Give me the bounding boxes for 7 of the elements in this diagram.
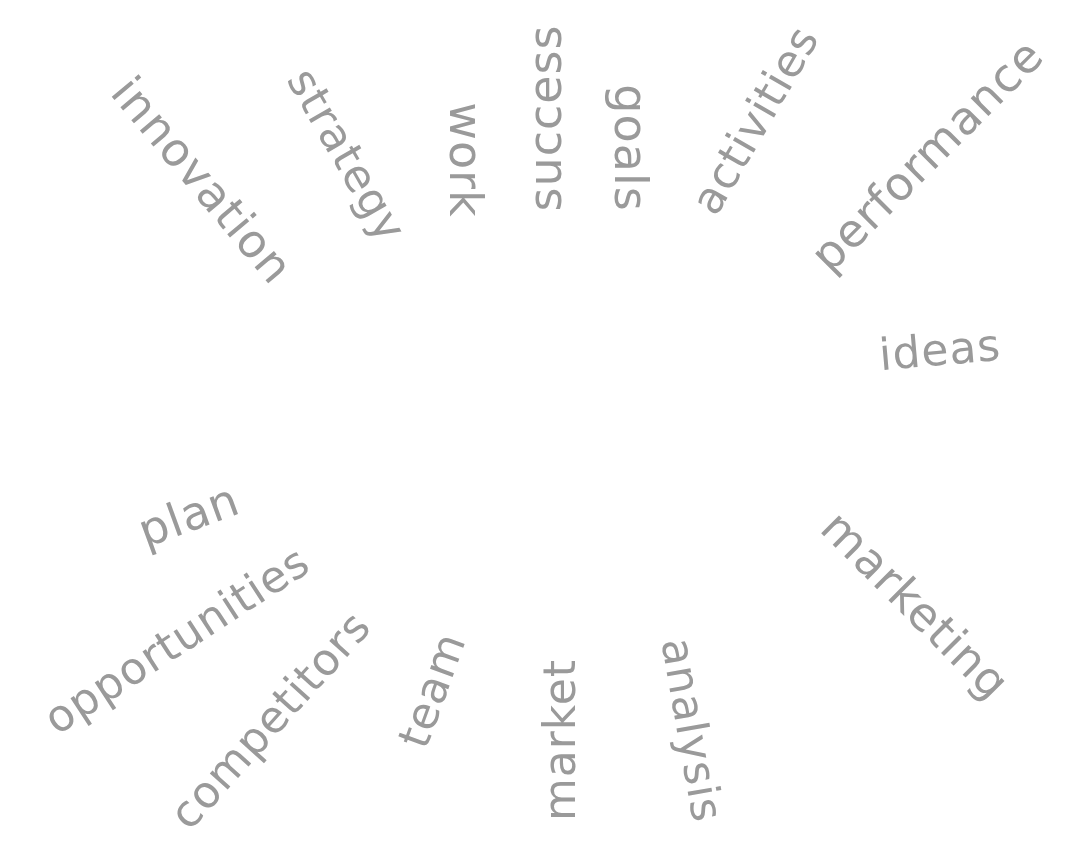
word-cloud-term: goals bbox=[607, 84, 654, 212]
word-cloud-term: market bbox=[538, 658, 583, 822]
word-cloud-term: analysis bbox=[654, 634, 730, 826]
word-cloud-term: ideas bbox=[877, 322, 1003, 378]
word-cloud-term: team bbox=[391, 626, 473, 754]
word-cloud-term: success bbox=[521, 24, 568, 212]
word-cloud-term: work bbox=[442, 102, 489, 218]
